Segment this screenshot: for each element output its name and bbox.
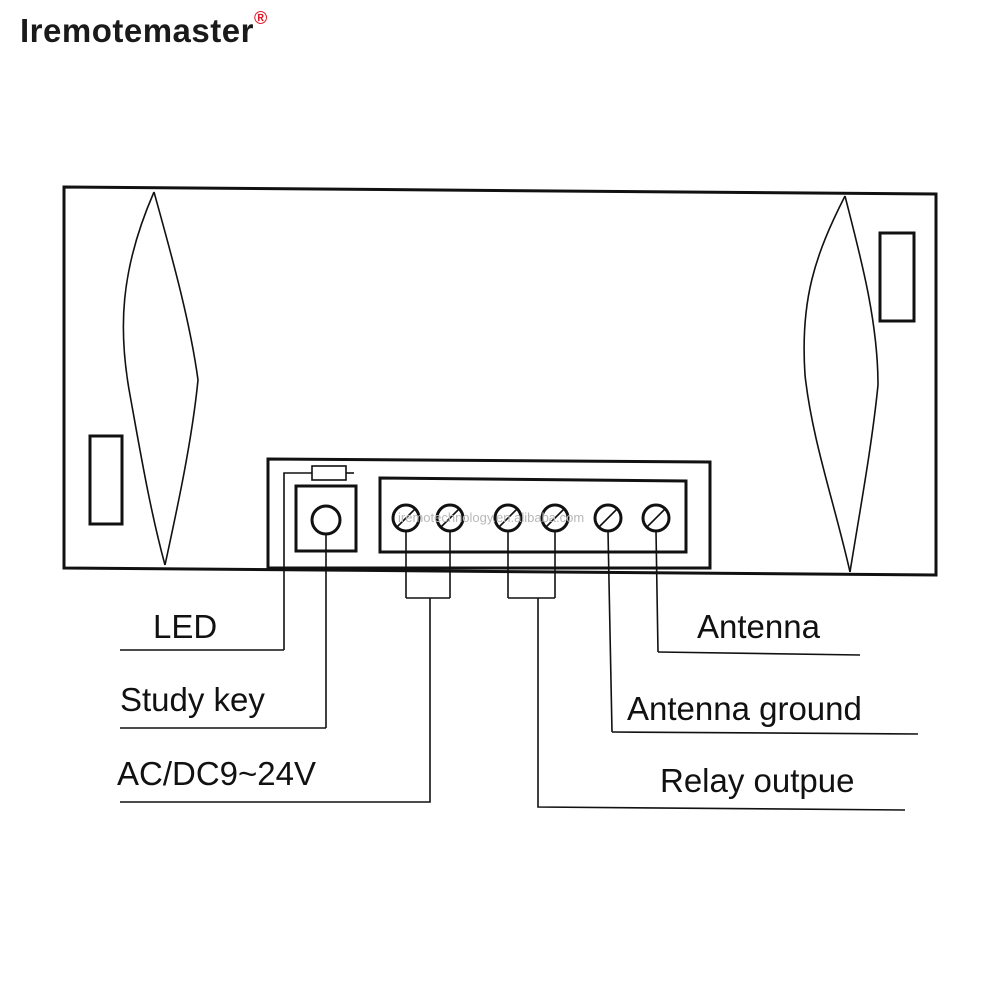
study-key-circle xyxy=(310,504,342,536)
device-housing xyxy=(62,185,938,577)
label-study-key: Study key xyxy=(120,681,265,718)
left-mounting-hole xyxy=(88,434,124,526)
terminal-antenna-ground xyxy=(593,503,623,733)
label-power: AC/DC9~24V xyxy=(117,755,316,792)
label-relay-output: Relay outpue xyxy=(660,762,854,799)
label-antenna-ground: Antenna ground xyxy=(627,690,862,727)
terminal-relay-2 xyxy=(540,503,570,598)
label-led: LED xyxy=(153,608,217,645)
terminal-relay-1 xyxy=(493,503,523,598)
screw-terminals xyxy=(391,503,671,733)
terminal-power-1 xyxy=(391,503,421,598)
right-mounting-hole xyxy=(878,231,916,323)
brand-logo: Iremotemaster® xyxy=(20,8,268,50)
terminal-power-2 xyxy=(435,503,465,598)
label-antenna: Antenna xyxy=(697,608,821,645)
control-panel xyxy=(266,457,712,728)
terminal-antenna xyxy=(641,503,671,653)
registered-mark: ® xyxy=(253,8,268,28)
terminal-block xyxy=(378,476,688,554)
brand-name: Iremotemaster xyxy=(20,12,254,49)
led-indicator xyxy=(311,465,347,481)
leader-lines xyxy=(120,597,919,811)
watermark: iremotechnology.en.alibaba.com xyxy=(398,510,584,525)
